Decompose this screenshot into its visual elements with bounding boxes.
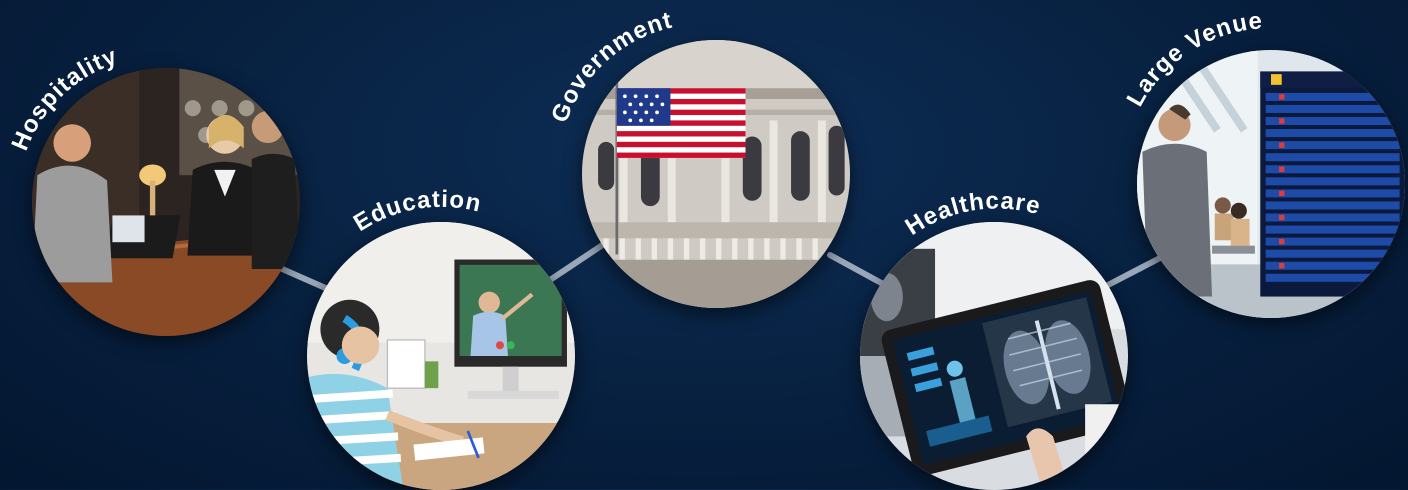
label-education: Education [349, 186, 484, 237]
label-large-venue: Large Venue [1122, 7, 1264, 111]
large-venue-image [1137, 50, 1405, 318]
connector-education-government [547, 237, 613, 283]
connector-hospitality-education [277, 265, 333, 293]
connector-healthcare-largevenue [1105, 255, 1163, 288]
label-healthcare: Healthcare [901, 187, 1044, 240]
connector-government-healthcare [827, 252, 888, 288]
healthcare-image [860, 222, 1128, 490]
label-hospitality: Hospitality [6, 42, 121, 154]
label-government: Government [546, 7, 675, 127]
